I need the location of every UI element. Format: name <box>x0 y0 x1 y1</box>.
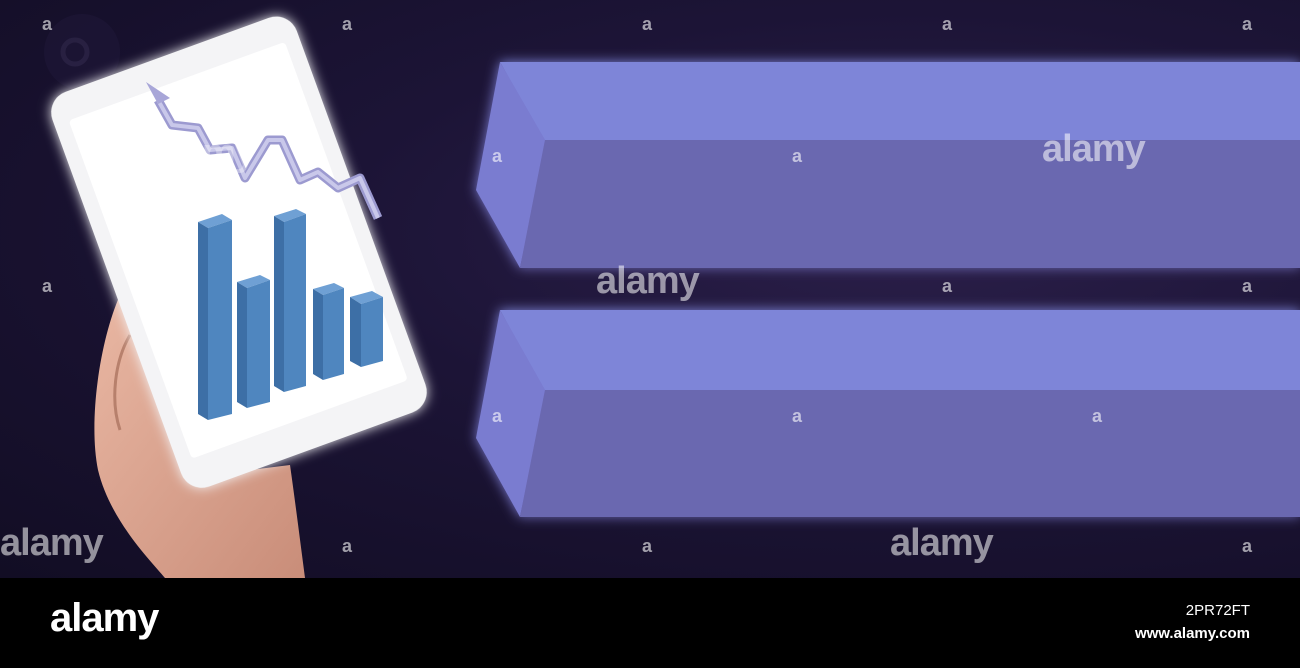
trend-arrow-icon <box>146 82 383 220</box>
watermark-mark: a <box>942 276 952 296</box>
chart-bar-3 <box>274 209 306 392</box>
footer-url[interactable]: www.alamy.com <box>1134 625 1250 642</box>
watermark-mark: a <box>642 536 652 556</box>
chart-bar-1 <box>198 214 232 420</box>
gear-icon <box>44 14 120 90</box>
scene-graphics <box>44 14 1300 578</box>
watermark-mark: a <box>492 406 502 426</box>
watermark-mark: a <box>792 406 802 426</box>
watermark-mark: a <box>342 536 352 556</box>
watermark-mark: a <box>792 146 802 166</box>
watermark-brand: alamy <box>0 522 104 564</box>
watermark-mark: a <box>42 14 52 34</box>
watermark-mark: a <box>42 276 52 296</box>
image-id: 2PR72FT <box>1185 602 1250 619</box>
watermark-mark: a <box>342 14 352 34</box>
watermark-mark: a <box>942 14 952 34</box>
watermark-mark: a <box>1092 406 1102 426</box>
chart-bar-2 <box>237 275 270 408</box>
watermark-brand: alamy <box>890 522 994 564</box>
watermark-mark: a <box>1242 536 1252 556</box>
watermark-brand: alamy <box>1042 128 1146 170</box>
banner-bar-top <box>476 62 1300 268</box>
watermark-mark: a <box>1242 14 1252 34</box>
watermark-mark: a <box>492 146 502 166</box>
tablet-bar-chart <box>198 209 383 420</box>
watermark-mark: a <box>1242 276 1252 296</box>
watermark-brand: alamy <box>152 132 256 174</box>
chart-bar-5 <box>350 291 383 367</box>
footer-logo: alamy <box>50 596 159 640</box>
banner-bar-bottom <box>476 310 1300 517</box>
footer-bar <box>0 578 1300 668</box>
photo-scene: alamy alamy alamy alamy alamy a a a a a … <box>0 0 1300 578</box>
watermark-mark: a <box>642 14 652 34</box>
watermark-brand: alamy <box>596 260 700 302</box>
chart-bar-4 <box>313 283 344 380</box>
